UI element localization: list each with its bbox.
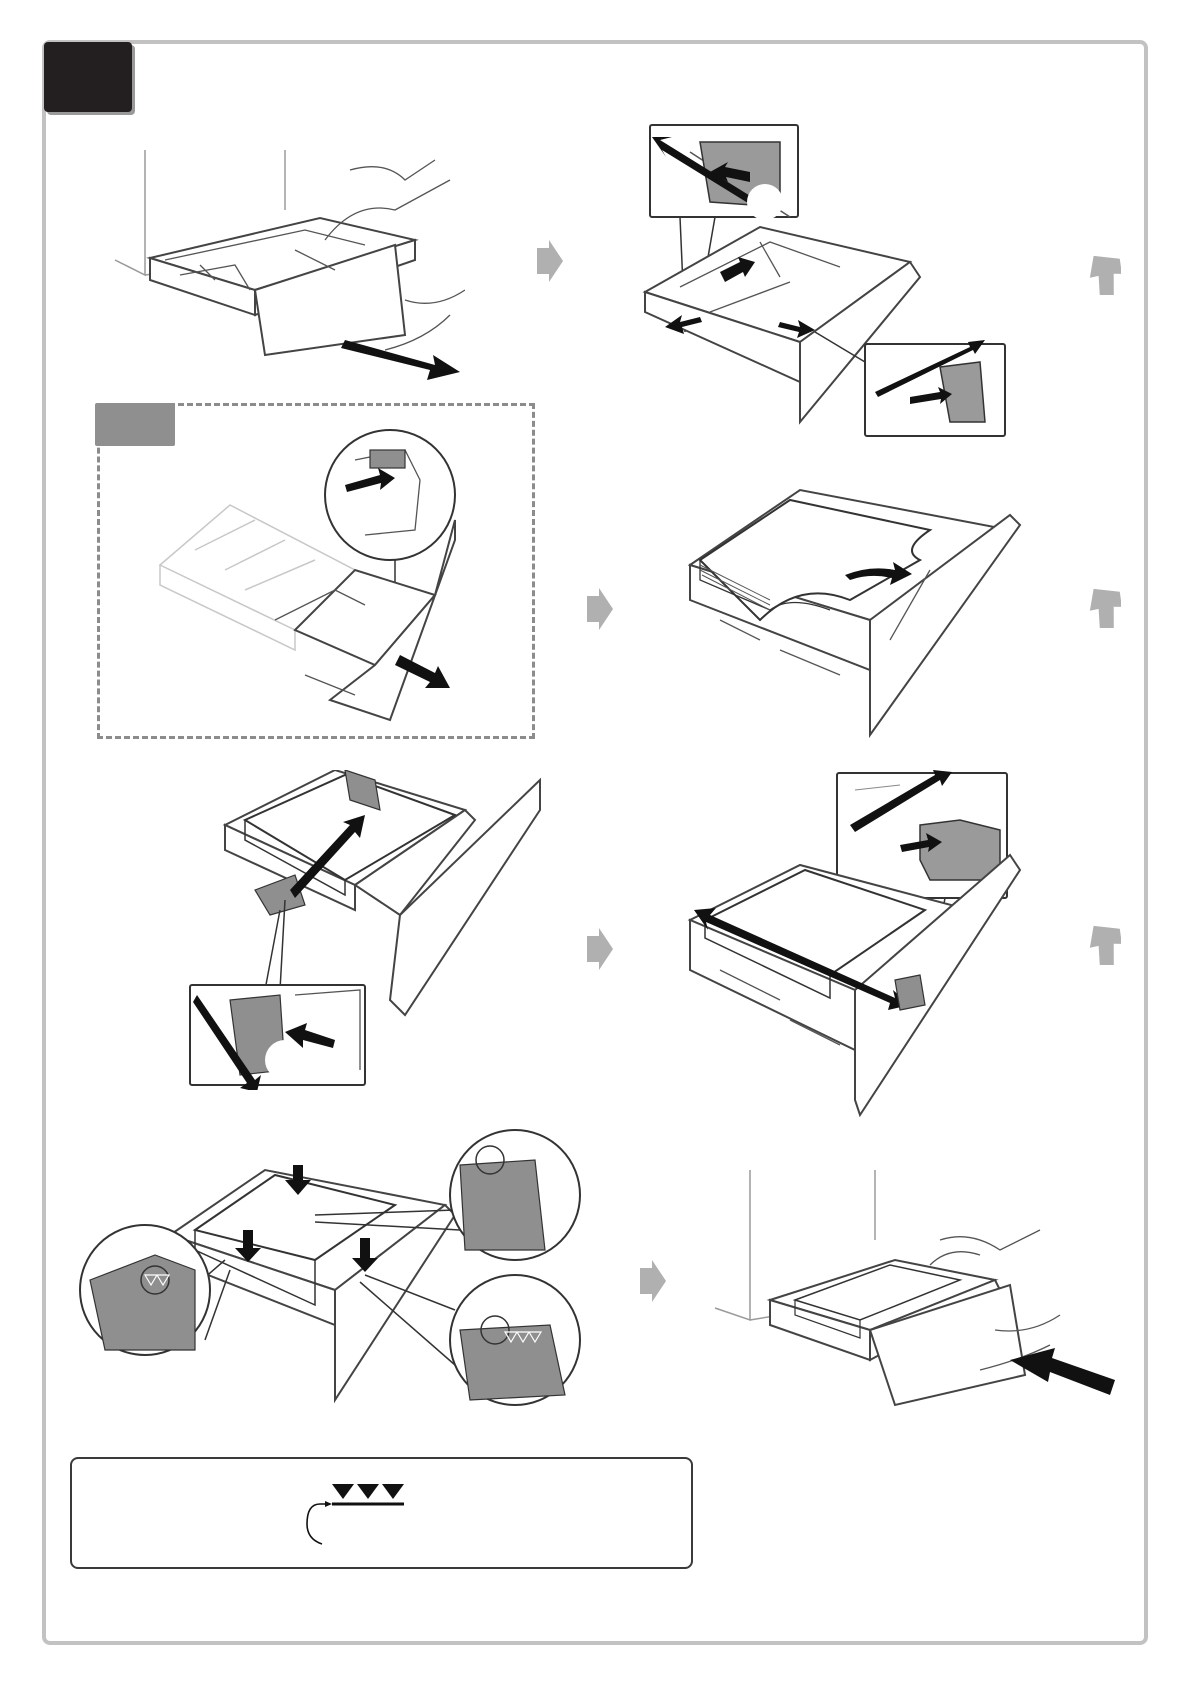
illustration-paper-side-guide <box>185 770 545 1090</box>
arrow-down-left-icon <box>1085 925 1121 965</box>
arrow-right-icon <box>585 588 613 630</box>
illustration-paper-rear-guide <box>680 770 1040 1120</box>
arrow-down-left-icon <box>1085 255 1121 295</box>
illustration-adjust-guides <box>640 122 1020 442</box>
arrow-down-left-icon <box>1085 588 1121 628</box>
max-fill-triangles-icon <box>302 1479 432 1549</box>
step-number-badge <box>44 42 132 112</box>
illustration-pull-out-tray <box>105 140 465 385</box>
illustration-insert-tray <box>710 1160 1115 1420</box>
arrow-right-icon <box>585 928 613 970</box>
illustration-check-max-fill <box>75 1110 595 1410</box>
illustration-fan-paper <box>680 470 1030 740</box>
arrow-right-icon <box>535 240 563 282</box>
max-fill-note-box <box>70 1457 693 1569</box>
arrow-right-icon <box>638 1260 666 1302</box>
illustration-extend-tray <box>155 420 475 730</box>
